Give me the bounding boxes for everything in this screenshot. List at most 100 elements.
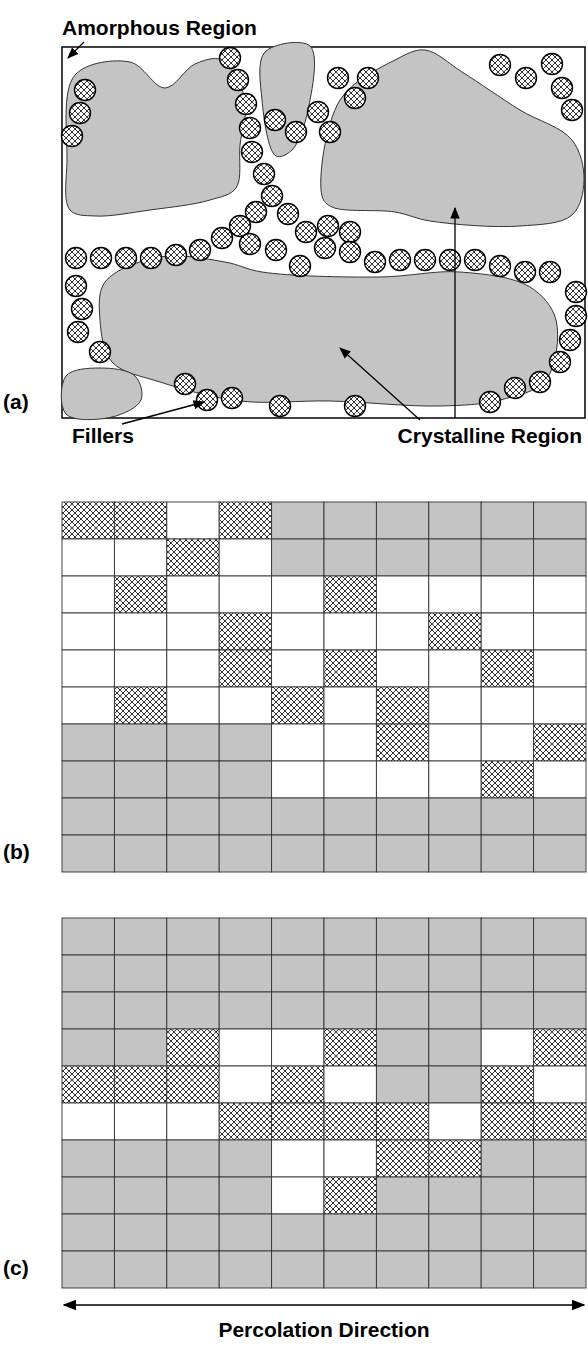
crystalline-cell	[114, 1214, 166, 1251]
crystalline-cell	[219, 724, 271, 761]
crystalline-cell	[429, 798, 481, 835]
filler-cell	[219, 1103, 271, 1140]
filler-particle	[296, 222, 317, 243]
amorphous-cell	[114, 613, 166, 650]
filler-cell	[376, 1140, 428, 1177]
filler-particle	[560, 330, 581, 351]
amorphous-cell	[429, 576, 481, 613]
crystalline-cell	[324, 835, 376, 872]
amorphous-cell	[376, 650, 428, 687]
filler-particle	[220, 48, 241, 69]
amorphous-cell	[167, 502, 219, 539]
filler-cell	[376, 687, 428, 724]
crystalline-cell	[114, 1251, 166, 1288]
filler-cell	[481, 761, 533, 798]
sample-frame	[62, 47, 585, 418]
crystalline-cell	[481, 1214, 533, 1251]
crystalline-cell	[481, 918, 533, 955]
filler-particle	[190, 240, 211, 261]
filler-cell	[219, 613, 271, 650]
crystalline-cell	[62, 835, 114, 872]
filler-particle	[240, 234, 261, 255]
crystalline-cell	[114, 1029, 166, 1066]
crystalline-cell	[62, 1140, 114, 1177]
crystalline-cell	[114, 955, 166, 992]
amorphous-cell	[62, 1103, 114, 1140]
crystalline-region	[260, 42, 315, 156]
filler-particle	[254, 164, 275, 185]
filler-particle	[550, 352, 571, 373]
filler-cell	[167, 1066, 219, 1103]
crystalline-cell	[167, 1177, 219, 1214]
filler-particle	[116, 248, 137, 269]
amorphous-cell	[167, 613, 219, 650]
crystalline-cell	[114, 992, 166, 1029]
amorphous-cell	[429, 724, 481, 761]
filler-cell	[534, 1103, 586, 1140]
leader-arrow	[454, 208, 455, 418]
amorphous-cell	[376, 576, 428, 613]
filler-cell	[481, 1103, 533, 1140]
filler-particle	[75, 80, 96, 101]
filler-particle	[505, 378, 526, 399]
crystalline-region	[61, 368, 142, 420]
panel-c	[62, 918, 586, 1288]
filler-particle	[66, 276, 87, 297]
amorphous-cell	[114, 650, 166, 687]
amorphous-cell	[114, 1103, 166, 1140]
crystalline-cell	[481, 539, 533, 576]
amorphous-cell	[481, 613, 533, 650]
amorphous-cell	[429, 1103, 481, 1140]
amorphous-cell	[376, 613, 428, 650]
filler-particle	[290, 256, 311, 277]
crystalline-cell	[62, 761, 114, 798]
crystalline-cell	[481, 798, 533, 835]
panel-label: (a)	[3, 390, 29, 414]
filler-particle	[62, 126, 83, 147]
filler-particle	[236, 94, 257, 115]
panel-label: (b)	[3, 840, 30, 864]
crystalline-cell	[324, 992, 376, 1029]
crystalline-cell	[324, 798, 376, 835]
filler-cell	[272, 1103, 324, 1140]
crystalline-cell	[167, 798, 219, 835]
amorphous-cell	[324, 1140, 376, 1177]
amorphous-cell	[534, 1066, 586, 1103]
crystalline-cell	[376, 992, 428, 1029]
filler-particle	[72, 299, 93, 320]
crystalline-cell	[429, 1066, 481, 1103]
filler-cell	[429, 613, 481, 650]
crystalline-cell	[429, 1251, 481, 1288]
panel-label: (c)	[3, 1256, 29, 1280]
amorphous-cell	[324, 613, 376, 650]
filler-particle	[358, 68, 379, 89]
crystalline-cell	[376, 1177, 428, 1214]
axis-label: Percolation Direction	[218, 1318, 429, 1342]
crystalline-cell	[272, 955, 324, 992]
crystalline-cell	[376, 798, 428, 835]
crystalline-cell	[167, 724, 219, 761]
filler-cell	[376, 724, 428, 761]
filler-particle	[552, 78, 573, 99]
crystalline-cell	[429, 502, 481, 539]
crystalline-cell	[62, 1029, 114, 1066]
crystalline-cell	[376, 502, 428, 539]
direction-arrow	[64, 1304, 584, 1306]
filler-particle	[516, 68, 537, 89]
crystalline-cell	[114, 918, 166, 955]
crystalline-cell	[429, 1214, 481, 1251]
crystalline-cell	[376, 539, 428, 576]
filler-cell	[272, 1066, 324, 1103]
filler-particle	[166, 245, 187, 266]
amorphous-cell	[272, 761, 324, 798]
crystalline-cell	[376, 1066, 428, 1103]
amorphous-cell	[429, 650, 481, 687]
crystalline-region	[99, 256, 557, 406]
crystalline-cell	[272, 502, 324, 539]
crystalline-cell	[272, 835, 324, 872]
amorphous-cell	[534, 613, 586, 650]
filler-cell	[534, 724, 586, 761]
filler-cell	[324, 576, 376, 613]
crystalline-cell	[167, 1140, 219, 1177]
crystalline-cell	[376, 835, 428, 872]
